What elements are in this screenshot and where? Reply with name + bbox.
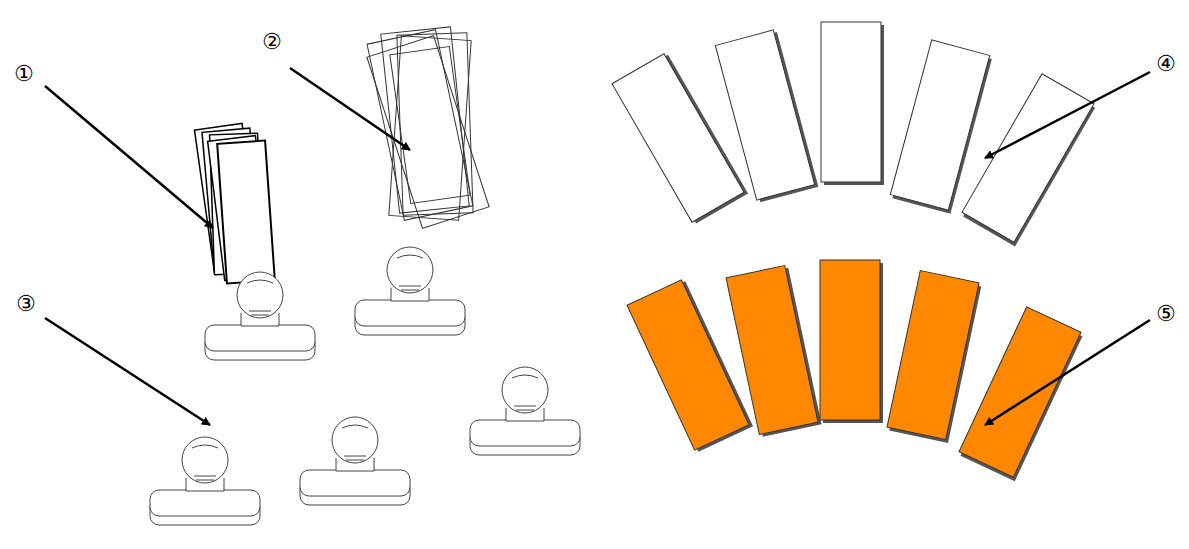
clip-group [150,247,580,525]
callout-number: ② [262,30,282,54]
callout-number: ③ [16,292,36,316]
white-slab-fan [612,22,1097,246]
glass-plate-stack [367,27,489,229]
callout-number: ① [14,62,34,86]
callout-number: ④ [1156,52,1176,76]
orange-slab-fan [627,260,1084,481]
leader-arrows [45,68,1150,425]
callout-number: ⑤ [1156,302,1176,326]
small-plate-stack [194,123,274,283]
